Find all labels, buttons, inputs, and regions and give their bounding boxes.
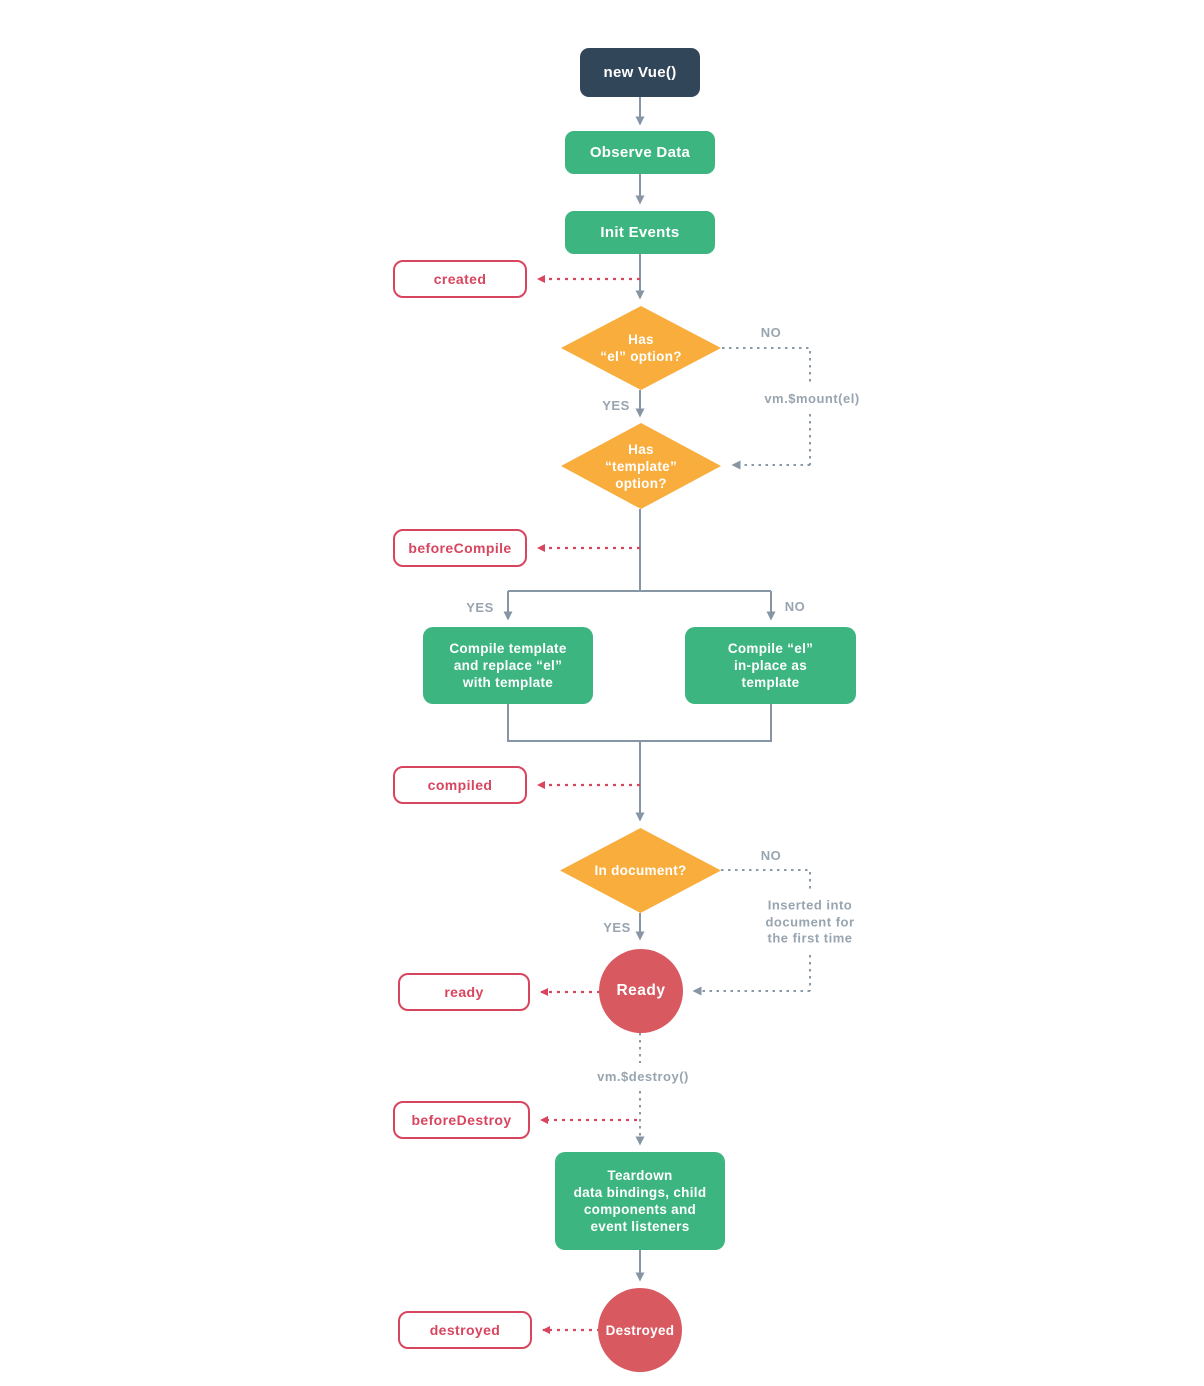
label-inserted-note: Inserted into document for the first tim… bbox=[762, 896, 858, 948]
state-destroyed: Destroyed bbox=[598, 1288, 682, 1372]
label-template-no: NO bbox=[784, 598, 806, 614]
hook-created: created bbox=[393, 260, 527, 298]
label-vm-destroy-call: vm.$destroy() bbox=[594, 1067, 692, 1087]
label-el-no: NO bbox=[760, 324, 782, 340]
hook-before-destroy: beforeDestroy bbox=[393, 1101, 530, 1139]
label-vm-mount-call: vm.$mount(el) bbox=[761, 389, 863, 409]
decision-has-template-option: Has “template” option? bbox=[561, 423, 721, 509]
decision-has-el-option: Has “el” option? bbox=[561, 306, 721, 390]
hook-before-compile: beforeCompile bbox=[393, 529, 527, 567]
decision-in-document: In document? bbox=[560, 828, 721, 913]
hook-destroyed: destroyed bbox=[398, 1311, 532, 1349]
node-compile-el-in-place: Compile “el” in-place as template bbox=[685, 627, 856, 704]
hook-ready: ready bbox=[398, 973, 530, 1011]
label-el-yes: YES bbox=[602, 397, 630, 413]
node-compile-template: Compile template and replace “el” with t… bbox=[423, 627, 593, 704]
node-teardown: Teardown data bindings, child components… bbox=[555, 1152, 725, 1250]
label-template-yes: YES bbox=[466, 599, 494, 615]
node-observe-data: Observe Data bbox=[565, 131, 715, 174]
state-ready: Ready bbox=[599, 949, 683, 1033]
node-new-vue: new Vue() bbox=[580, 48, 700, 97]
node-init-events: Init Events bbox=[565, 211, 715, 254]
label-document-no: NO bbox=[760, 847, 782, 863]
label-document-yes: YES bbox=[603, 919, 631, 935]
hook-compiled: compiled bbox=[393, 766, 527, 804]
